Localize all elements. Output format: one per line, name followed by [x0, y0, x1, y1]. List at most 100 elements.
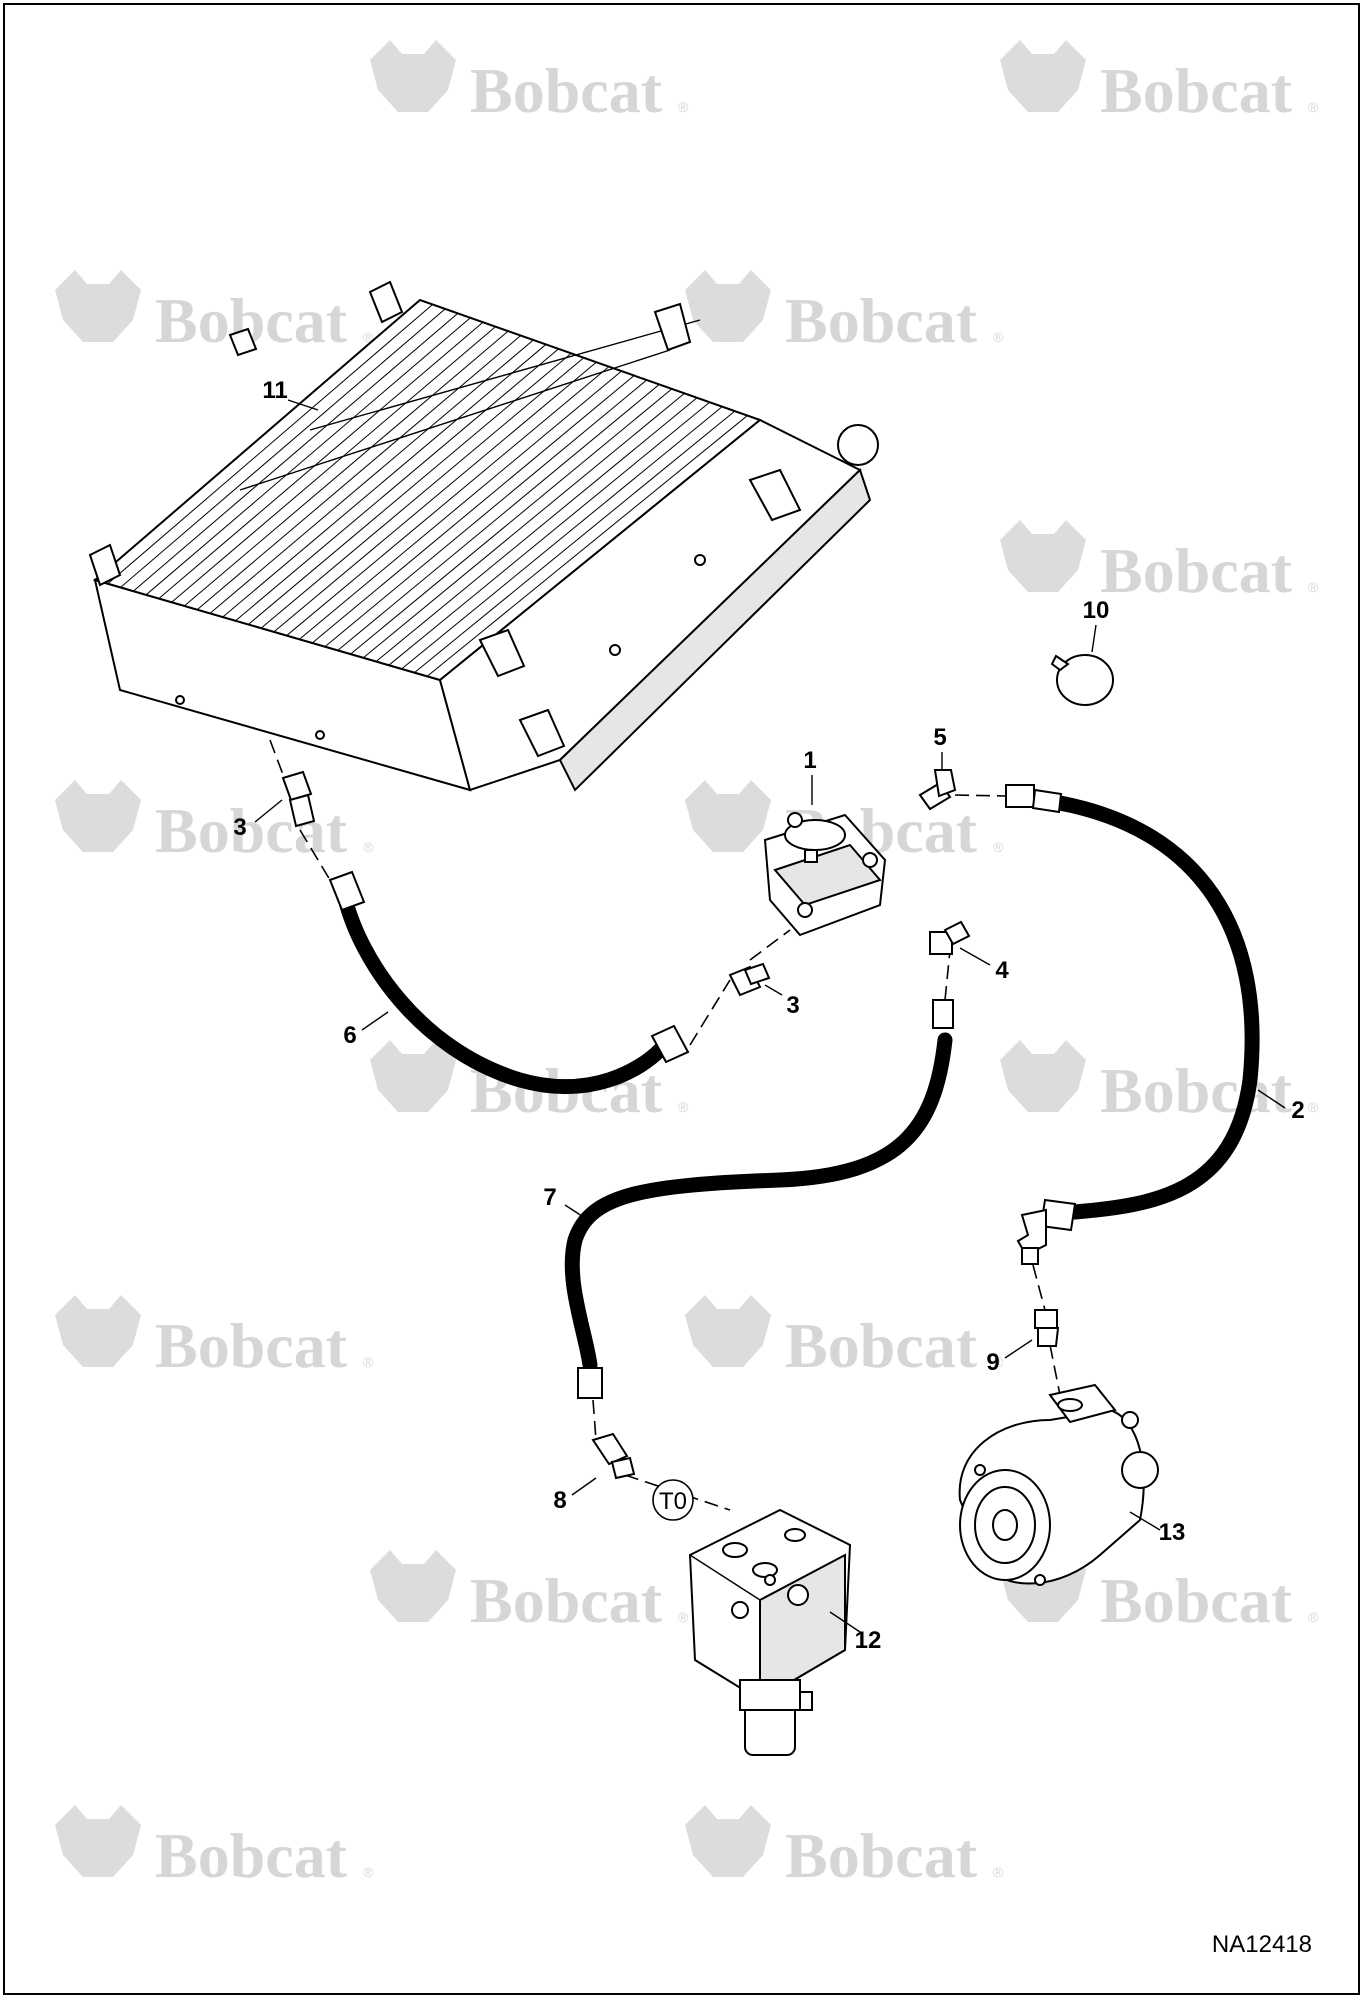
hose-7: [564, 999, 954, 1399]
cooler-fin: [145, 317, 471, 596]
cooler-fin: [158, 321, 484, 599]
leader-line-7: [564, 1204, 586, 1219]
cooler-fin: [311, 375, 635, 644]
watermark: Bobcat ®: [55, 1805, 374, 1891]
watermark-layer: Bobcat ® Bobcat ® Bobcat ® Bobcat ® Bobcat ® Bobca…: [55, 40, 1319, 1891]
watermark-registered-mark: ®: [993, 839, 1004, 855]
watermark: Bobcat®: [685, 270, 1004, 356]
fitting-5-elbow: [918, 769, 957, 811]
watermark-registered-mark: ®: [1308, 1099, 1319, 1115]
oil-cooler: [88, 280, 879, 792]
watermark-registered-mark: ®: [678, 99, 689, 115]
cooler-fin: [196, 335, 522, 611]
cooler-fin: [260, 357, 585, 629]
watermark-registered-mark: ®: [678, 1099, 689, 1115]
port-label-t0: T0: [659, 1488, 687, 1515]
watermark: Bobcat®: [685, 1295, 1004, 1381]
watermark-text: Bobcat: [155, 1310, 348, 1381]
watermark: Bobcat ®: [1000, 40, 1319, 126]
watermark-registered-mark: ®: [993, 1864, 1004, 1880]
watermark-text: Bobcat: [1100, 535, 1293, 606]
hose-2: [1005, 784, 1260, 1265]
callout-3b: 3: [786, 992, 799, 1019]
leader-line-2: [1257, 1089, 1286, 1109]
cooler-fin: [286, 366, 610, 636]
cooler-fin: [184, 330, 509, 607]
leader-line-3b: [764, 984, 783, 996]
cooler-fin: [363, 392, 685, 659]
callout-4: 4: [995, 957, 1009, 984]
cooler-fin: [209, 339, 534, 614]
watermark-registered-mark: ®: [363, 1864, 374, 1880]
cooler-fin: [107, 304, 433, 585]
fitting-3-lower: [728, 962, 771, 997]
watermark: Bobcat ®: [1000, 520, 1319, 606]
watermark: Bobcat®: [55, 270, 374, 356]
watermark: Bobcat ®: [55, 1295, 374, 1381]
watermark-text: Bobcat: [470, 55, 663, 126]
bobcat-logo-icon: [55, 270, 141, 342]
cooler-fin: [337, 384, 660, 651]
callout-1: 1: [803, 747, 816, 774]
bobcat-logo-icon: [1000, 40, 1086, 112]
watermark-text: Bobcat: [1100, 1055, 1293, 1126]
watermark-text: Bobcat: [470, 1565, 663, 1636]
callout-3a: 3: [233, 814, 246, 841]
cooler-fin: [133, 312, 459, 592]
valve-block: [688, 1508, 852, 1756]
bobcat-logo-icon: [55, 1295, 141, 1367]
cooler-fin: [375, 397, 698, 662]
cooler-fin: [248, 352, 572, 625]
watermark-registered-mark: ®: [363, 1354, 374, 1370]
bobcat-logo-icon: [370, 40, 456, 112]
leader-line-13: [1129, 1511, 1161, 1531]
callout-12: 12: [855, 1627, 882, 1654]
watermark-registered-mark: ®: [993, 329, 1004, 345]
cooler-fin: [171, 326, 496, 603]
watermark-text: Bobcat: [155, 795, 348, 866]
cooler-fin: [426, 415, 748, 677]
bobcat-logo-icon: [55, 780, 141, 852]
watermark-text: Bobcat: [1100, 1565, 1293, 1636]
leader-line-8: [571, 1477, 597, 1496]
bobcat-logo-icon: [685, 1295, 771, 1367]
bobcat-logo-icon: [55, 1805, 141, 1877]
watermark-registered-mark: ®: [1308, 1609, 1319, 1625]
callout-5: 5: [933, 724, 946, 751]
watermark-registered-mark: ®: [363, 329, 374, 345]
figure-id: NA12418: [1212, 1931, 1312, 1958]
fitting-3-upper: [281, 770, 316, 828]
watermark-text: Bobcat: [785, 1310, 978, 1381]
watermark-text: Bobcat: [155, 1820, 348, 1891]
watermark-registered-mark: ®: [1308, 99, 1319, 115]
callout-9: 9: [986, 1349, 999, 1376]
cooler-fin: [324, 379, 647, 648]
bobcat-logo-icon: [1000, 1040, 1086, 1112]
hose-6: [328, 870, 690, 1095]
watermark: Bobcat ®: [370, 40, 689, 126]
watermark: Bobcat®: [55, 780, 374, 866]
watermark-text: Bobcat: [785, 1820, 978, 1891]
cooler-fin: [388, 401, 710, 666]
callout-7: 7: [543, 1184, 556, 1211]
cooler-fin: [235, 348, 559, 622]
port-marker-t0: T0: [652, 1479, 694, 1521]
watermark-registered-mark: ®: [1308, 579, 1319, 595]
cooler-fin: [273, 361, 597, 633]
cooler-fin: [94, 299, 421, 581]
leader-line-4: [959, 947, 991, 966]
watermark: Bobcat ®: [685, 1805, 1004, 1891]
leader-line-11: [287, 399, 319, 411]
cooler-fin: [401, 406, 723, 670]
bobcat-logo-icon: [685, 780, 771, 852]
cooler-fin: [222, 344, 547, 618]
watermark-text: Bobcat: [1100, 55, 1293, 126]
bobcat-logo-icon: [370, 1040, 456, 1112]
watermark: Bobcat ®: [1000, 1040, 1319, 1126]
bobcat-logo-icon: [370, 1550, 456, 1622]
gear-pump: [958, 1383, 1159, 1586]
leader-line-12: [829, 1611, 861, 1633]
fitting-4-elbow: [929, 920, 971, 955]
